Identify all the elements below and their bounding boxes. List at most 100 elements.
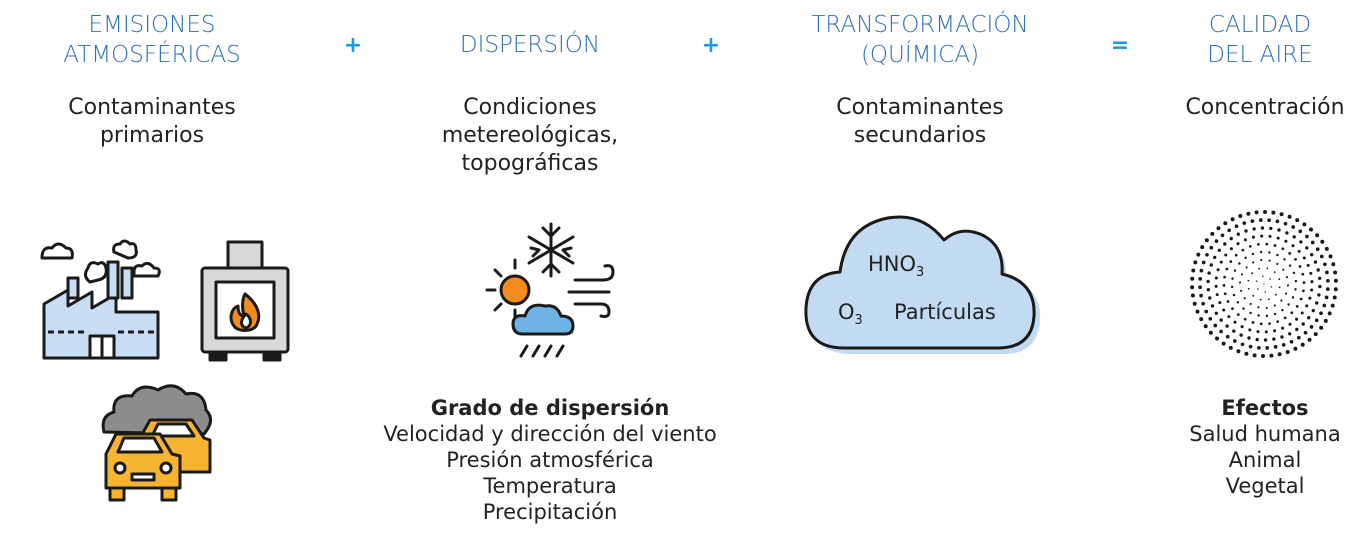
particle-dot <box>1233 320 1237 324</box>
particle-dot <box>1299 240 1303 244</box>
particle-dot <box>1209 263 1213 267</box>
particle-dot <box>1300 311 1304 315</box>
particle-dot <box>1248 344 1253 349</box>
particle-dot <box>1227 228 1232 233</box>
particle-dot <box>1240 325 1244 329</box>
particle-dot <box>1225 334 1230 339</box>
particle-dot <box>1325 270 1329 275</box>
particle-dot <box>1319 311 1323 316</box>
particle-dot <box>1268 322 1271 325</box>
particle-dot <box>1305 246 1309 250</box>
particle-dot <box>1296 335 1301 340</box>
particle-dot <box>1260 234 1264 238</box>
particle-dot <box>1214 311 1218 315</box>
particle-dot <box>1247 279 1250 282</box>
particle-dot <box>1236 242 1240 246</box>
cloud-icon <box>804 215 1041 354</box>
cloud-label-particulas: Partículas <box>894 300 996 324</box>
dispersion-detail-item: Presión atmosférica <box>446 448 654 472</box>
particle-dot <box>1323 262 1327 267</box>
particle-dot <box>1230 285 1234 289</box>
particle-dot <box>1199 293 1203 298</box>
particle-dot <box>1217 248 1221 252</box>
heading-transformacion: TRANSFORMACIÓN (QUÍMICA) <box>790 10 1050 70</box>
particle-dot <box>1249 311 1252 315</box>
particle-dot <box>1280 335 1284 339</box>
particle-dot <box>1317 293 1321 297</box>
particle-dot <box>1257 306 1260 309</box>
particle-dot <box>1309 325 1314 329</box>
particle-dot <box>1301 322 1305 326</box>
particle-dot <box>1232 329 1236 333</box>
particle-dot <box>1229 236 1233 241</box>
particle-dot <box>1201 260 1206 265</box>
subtitle-calidad-line1: Concentración <box>1185 95 1345 120</box>
particle-dot <box>1318 276 1322 280</box>
particle-dot <box>1294 258 1297 261</box>
particle-dot <box>1198 285 1202 290</box>
particle-dot <box>1281 343 1286 347</box>
particle-dot <box>1210 231 1215 236</box>
particle-dot <box>1283 221 1288 226</box>
subtitle-dispersion-line2: metereológicas, <box>441 123 619 148</box>
car-smoke-icon <box>101 384 212 502</box>
particle-dot <box>1198 277 1203 281</box>
particle-dot <box>1199 317 1204 322</box>
particle-dot <box>1252 261 1255 264</box>
particle-dot <box>1196 252 1201 257</box>
subtitle-transformacion: Contaminantes secundarios <box>790 94 1050 150</box>
particle-dot <box>1251 321 1255 324</box>
particle-sphere-icon <box>1190 210 1338 358</box>
dispersion-detail-item: Temperatura <box>483 474 617 498</box>
cloud-label-hno3: HNO3 <box>868 252 924 280</box>
particle-dot <box>1213 255 1217 260</box>
particle-dot <box>1310 288 1314 292</box>
particle-dot <box>1223 242 1227 246</box>
particle-dot <box>1259 250 1263 254</box>
particle-dot <box>1318 284 1322 289</box>
heading-calidad: CALIDAD DEL AIRE <box>1160 10 1360 70</box>
cloud-hno3-subscript: 3 <box>916 265 925 281</box>
particle-dot <box>1305 234 1309 239</box>
particle-dot <box>1289 339 1294 344</box>
particle-dot <box>1293 346 1298 351</box>
particle-dot <box>1301 272 1305 276</box>
particle-dot <box>1323 318 1328 323</box>
particle-dot <box>1273 304 1276 307</box>
particle-dot <box>1243 238 1247 242</box>
particle-dot <box>1265 314 1269 318</box>
particle-dot <box>1328 254 1333 259</box>
particle-dot <box>1306 263 1310 267</box>
particle-dot <box>1294 279 1298 283</box>
particle-dot <box>1307 337 1312 342</box>
particle-dot <box>1255 337 1259 342</box>
operator-plus-2: + <box>701 33 721 58</box>
particle-dot <box>1275 219 1280 224</box>
particle-dot <box>1254 210 1259 215</box>
particle-dot <box>1193 260 1198 265</box>
particle-dot <box>1192 301 1197 306</box>
particle-dot <box>1199 268 1204 273</box>
particle-dot <box>1297 249 1301 253</box>
particle-dot <box>1240 342 1245 347</box>
particle-dot <box>1305 304 1309 308</box>
particle-dot <box>1214 284 1218 288</box>
subtitle-emisiones-line2: primarios <box>99 123 205 148</box>
particle-dot <box>1225 267 1229 271</box>
particle-dot <box>1264 330 1268 334</box>
particle-dot <box>1288 264 1292 267</box>
particle-dot <box>1263 338 1268 342</box>
subtitle-transformacion-line1: Contaminantes <box>836 95 1004 120</box>
particle-dot <box>1190 293 1195 298</box>
particle-dot <box>1303 330 1308 335</box>
particle-dot <box>1309 271 1313 275</box>
particle-dot <box>1259 322 1263 326</box>
particle-dot <box>1283 316 1287 320</box>
particle-dot <box>1315 247 1320 252</box>
particle-dot <box>1310 280 1314 284</box>
particle-dot <box>1215 293 1219 297</box>
stove-fire-icon <box>200 240 290 362</box>
particle-dot <box>1273 312 1277 316</box>
particle-dot <box>1255 280 1258 282</box>
particle-dot <box>1265 346 1270 350</box>
